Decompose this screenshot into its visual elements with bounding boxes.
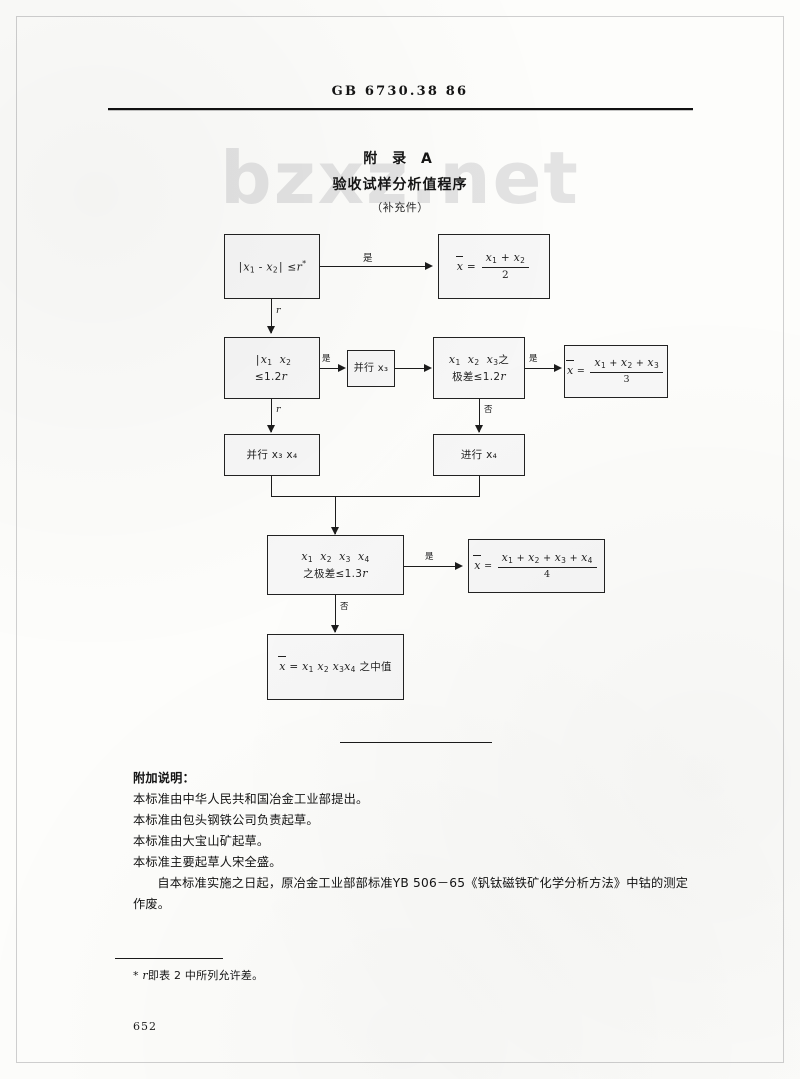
notes-heading: 附加说明： [133,771,195,785]
notes-paragraph: 自本标准实施之日起，原冶金工业部部标准YB 506－65《钒钛磁铁矿化学分析方法… [133,875,689,911]
section-divider [340,742,492,744]
footnote: * r即表 2 中所列允许差。 [133,967,263,983]
footnote-text: 即表 2 中所列允许差。 [147,969,264,982]
header-rule [108,108,693,111]
notes-line-1: 本标准由中华人民共和国冶金工业部提出。 [133,791,369,806]
page-number: 652 [133,1020,157,1033]
watermark: bzxz.net [220,136,580,220]
notes-line-4: 本标准主要起草人宋全盛。 [133,854,282,869]
appendix-subtitle: 验收试样分析值程序 [332,177,468,193]
footnote-marker: * [133,969,139,982]
appendix-title: 附 录 A [363,151,437,167]
page-border [16,16,784,1063]
appendix-note: （补充件） [371,201,429,214]
footnote-rule [115,958,223,960]
notes-line-2: 本标准由包头钢铁公司负责起草。 [133,812,319,827]
notes-line-3: 本标准由大宝山矿起草。 [133,833,270,848]
additional-notes: 附加说明： 本标准由中华人民共和国冶金工业部提出。 本标准由包头钢铁公司负责起草… [133,768,693,915]
standard-number: GB 6730.38 86 [331,84,469,99]
footnote-symbol: r [142,969,148,982]
